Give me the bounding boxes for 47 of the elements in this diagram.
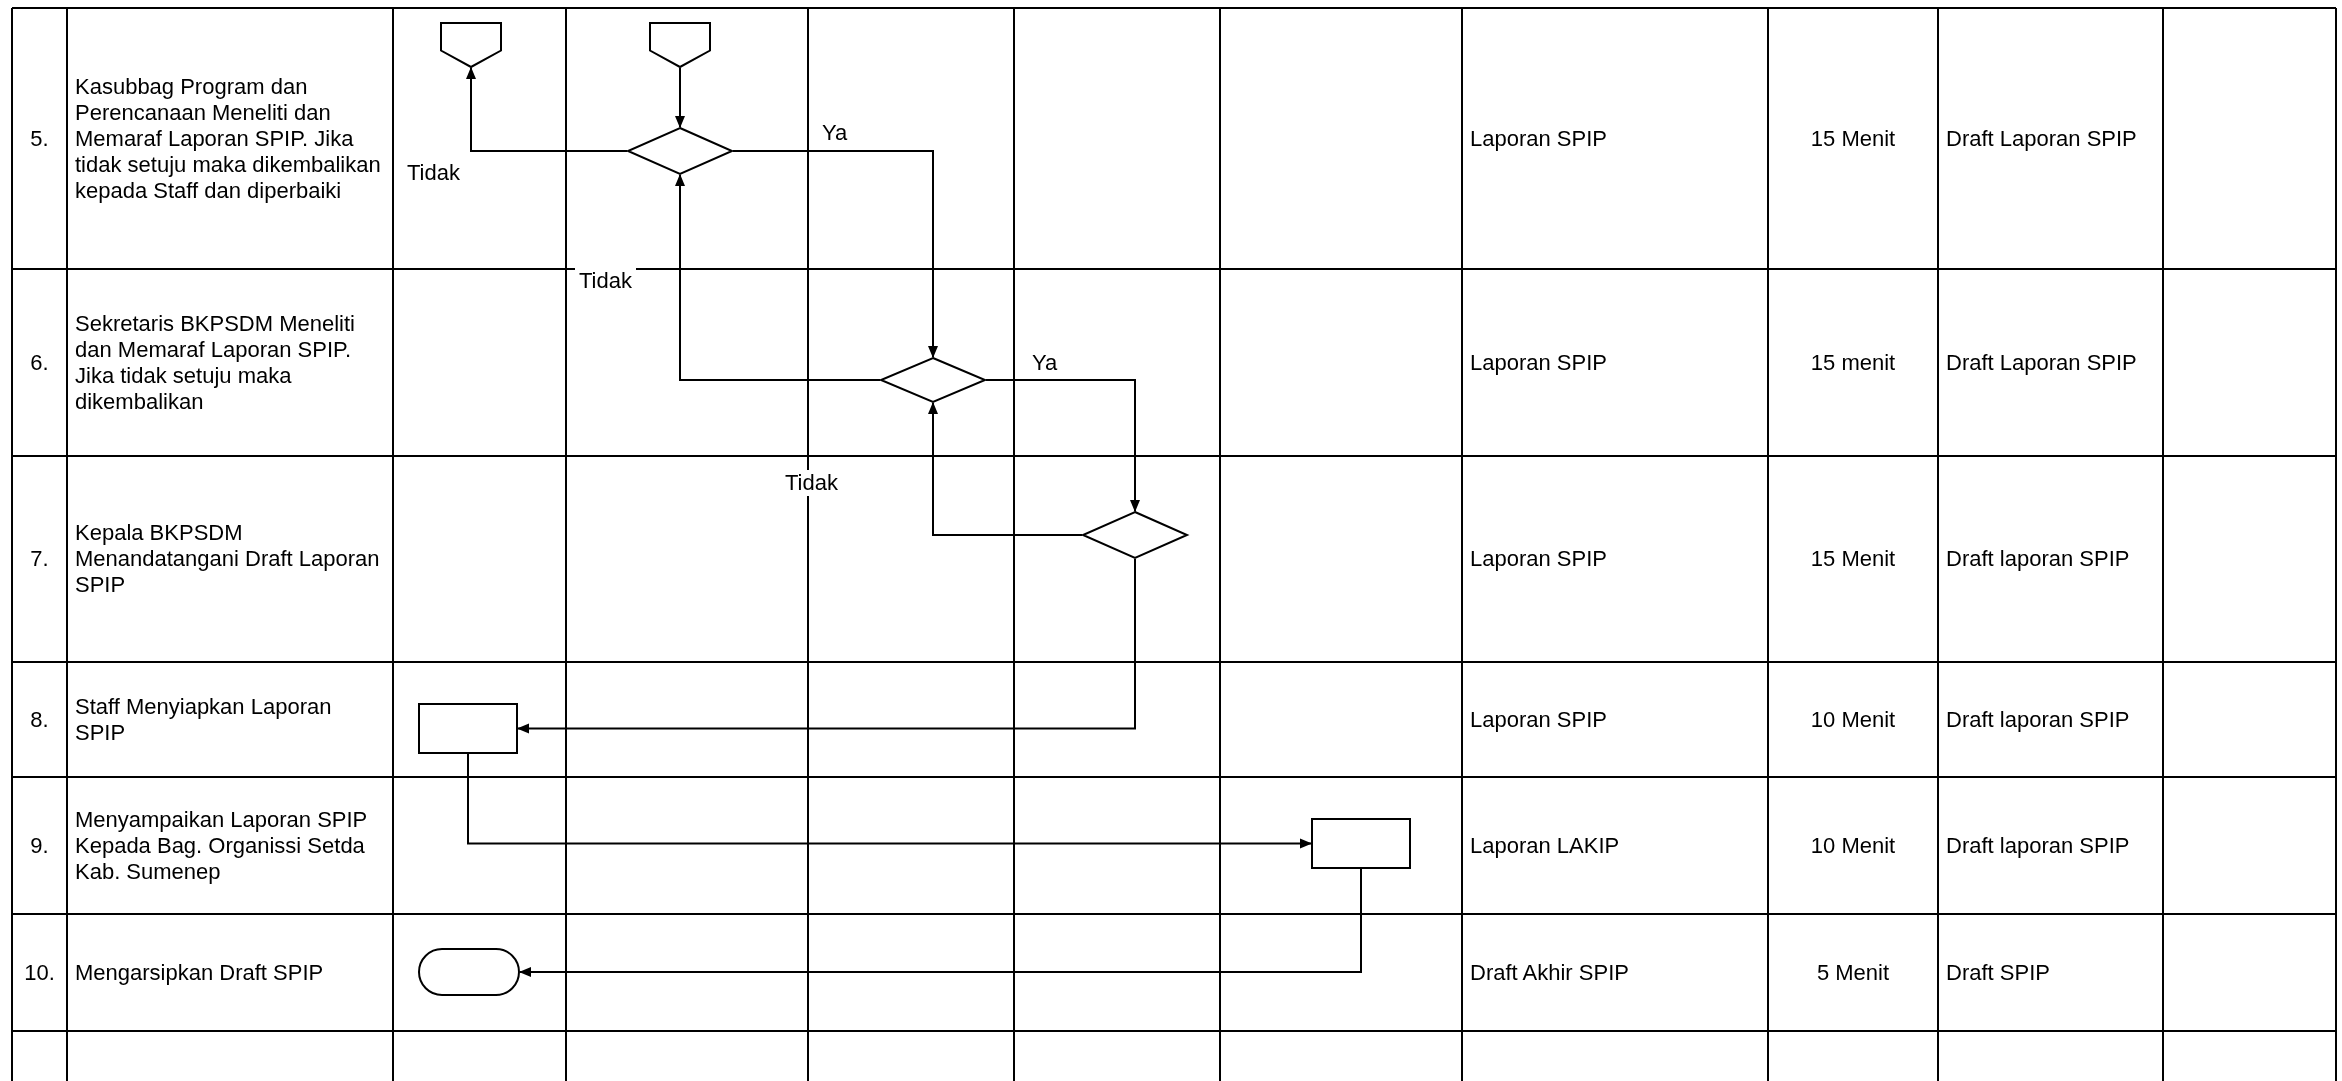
decision-diamond bbox=[1082, 511, 1188, 559]
duration-text: 15 Menit bbox=[1810, 125, 1896, 152]
duration-text: 15 Menit bbox=[1810, 546, 1896, 572]
terminator-shape bbox=[418, 948, 520, 996]
row-number: 7. bbox=[30, 546, 49, 572]
process-box bbox=[1311, 818, 1411, 869]
off-page-connector bbox=[649, 22, 711, 68]
row-number: 9. bbox=[30, 832, 49, 859]
duration-text: 5 Menit bbox=[1816, 959, 1890, 986]
row-number: 6. bbox=[30, 349, 49, 376]
output-text: Draft SPIP bbox=[1946, 959, 2050, 986]
activity-description: Sekretaris BKPSDM Meneliti dan Memaraf Laporan SPIP. Jika tidak setuju maka dikembalikan bbox=[75, 310, 356, 415]
requirement-text: Laporan SPIP bbox=[1470, 349, 1607, 376]
row-number: 8. bbox=[30, 706, 49, 733]
output-text: Draft laporan SPIP bbox=[1946, 546, 2130, 572]
arrow bbox=[466, 67, 628, 152]
row-number: 10. bbox=[24, 959, 55, 986]
output-text: Draft laporan SPIP bbox=[1946, 832, 2130, 859]
output-text: Draft laporan SPIP bbox=[1946, 706, 2130, 733]
decision-diamond bbox=[880, 357, 986, 403]
arrow bbox=[519, 868, 1362, 977]
row-number: 5. bbox=[30, 125, 49, 152]
duration-text: 10 Menit bbox=[1810, 706, 1896, 733]
arrow bbox=[675, 67, 685, 128]
arrow bbox=[467, 753, 1312, 849]
activity-description: Kasubbag Program dan Perencanaan Meneliti dan Memaraf Laporan SPIP. Jika tidak setuju maka dikembalikan kepada Staff dan diperbaiki bbox=[75, 73, 382, 204]
output-text: Draft Laporan SPIP bbox=[1946, 125, 2137, 152]
requirement-text: Laporan SPIP bbox=[1470, 546, 1607, 572]
activity-description: Kepala BKPSDM Menandatangani Draft Laporan SPIP bbox=[75, 520, 381, 598]
activity-description: Menyampaikan Laporan SPIP Kepada Bag. Organissi Setda Kab. Sumenep bbox=[75, 806, 368, 885]
arrow bbox=[732, 150, 938, 358]
duration-text: 15 menit bbox=[1810, 349, 1896, 376]
arrow bbox=[517, 558, 1136, 734]
output-text: Draft Laporan SPIP bbox=[1946, 349, 2137, 376]
arrow bbox=[985, 379, 1140, 512]
requirement-text: Laporan SPIP bbox=[1470, 706, 1607, 733]
activity-description: Mengarsipkan Draft SPIP bbox=[75, 959, 324, 986]
arrow bbox=[928, 402, 1083, 536]
duration-text: 10 Menit bbox=[1810, 832, 1896, 859]
decision-diamond bbox=[627, 127, 733, 175]
process-box bbox=[418, 703, 518, 754]
activity-description: Staff Menyiapkan Laporan SPIP bbox=[75, 693, 333, 746]
off-page-connector bbox=[440, 22, 502, 68]
requirement-text: Laporan SPIP bbox=[1470, 125, 1607, 152]
arrow bbox=[675, 174, 881, 381]
requirement-text: Laporan LAKIP bbox=[1470, 832, 1620, 859]
requirement-text: Draft Akhir SPIP bbox=[1470, 959, 1629, 986]
